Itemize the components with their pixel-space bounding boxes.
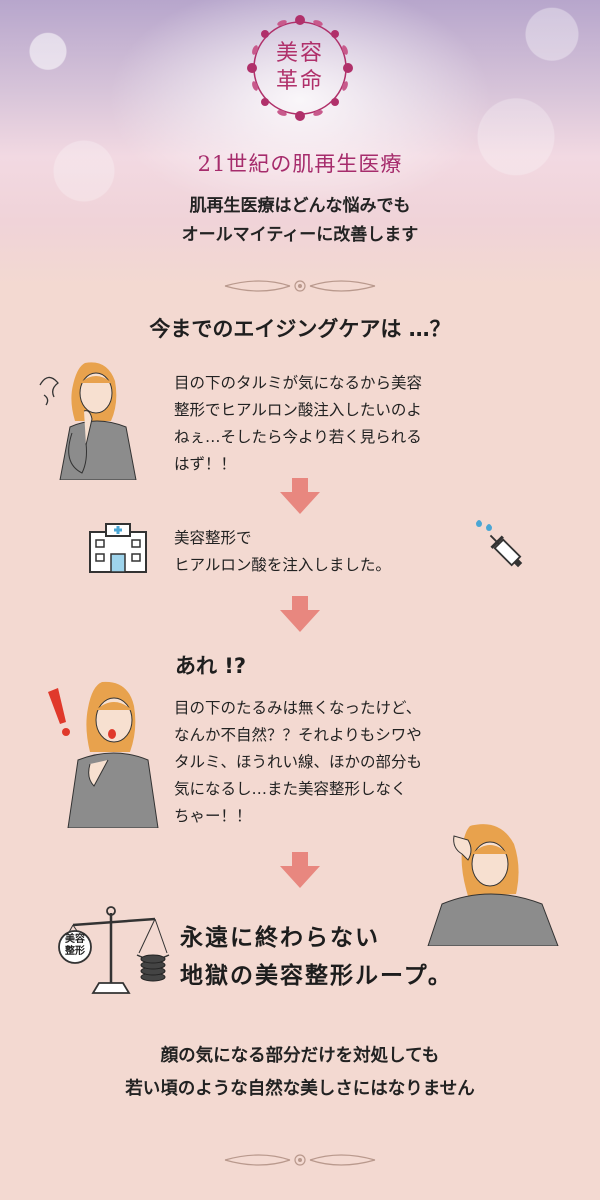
down-arrow-icon [280, 596, 320, 632]
hero-subtitle-line1: 肌再生医療はどんな悩みでも [189, 196, 411, 216]
surprised-woman-illustration [48, 681, 159, 828]
down-arrow-icon [280, 478, 320, 514]
seal-logo: 美容 革命 [270, 40, 330, 96]
syringe-icon [476, 520, 523, 568]
down-arrow-icon [280, 852, 320, 888]
scale-label: 美容 整形 [61, 934, 89, 958]
conclusion-line1: 顔の気になる部分だけを対処しても [160, 1046, 440, 1066]
step1-line2: 整形でヒアルロン酸注入したいのよ [174, 401, 422, 419]
scale-label-line1: 美容 [65, 934, 85, 945]
hero-banner [0, 0, 600, 285]
hero-subtitle: 肌再生医療はどんな悩みでも オールマイティーに改善します [0, 192, 600, 250]
loop-heading-line2: 地獄の美容整形ループ。 [180, 963, 453, 989]
hero-subtitle-line2: オールマイティーに改善します [181, 225, 419, 245]
step1-text: 目の下のタルミが気になるから美容 整形でヒアルロン酸注入したいのよ ねぇ…そした… [174, 370, 422, 478]
step3-line1: 目の下のたるみは無くなったけど、 [174, 699, 422, 717]
step3-line5: ちゃー！！ [174, 807, 252, 825]
conclusion-text: 顔の気になる部分だけを対処しても 若い頃のような自然な美しさにはなりません [0, 1040, 600, 1106]
step3-title: あれ !? [175, 654, 247, 678]
conclusion-line2: 若い頃のような自然な美しさにはなりません [125, 1079, 475, 1099]
floral-wreath-icon [247, 15, 353, 121]
step1-line1: 目の下のタルミが気になるから美容 [174, 374, 423, 392]
seal-line2: 革命 [275, 69, 324, 94]
step2-line1: 美容整形で [174, 529, 252, 547]
question-heading: 今までのエイジングケアは …？ [149, 317, 451, 341]
step2-text: 美容整形で ヒアルロン酸を注入しました。 [174, 525, 391, 579]
worried-woman-illustration [39, 362, 137, 480]
seal-line1: 美容 [275, 41, 324, 66]
step3-text: 目の下のたるみは無くなったけど、 なんか不自然？？それよりもシワや タルミ、ほう… [174, 695, 422, 830]
step1-line4: はず！！ [174, 455, 237, 473]
ornament-divider-top [224, 280, 376, 292]
headache-woman-illustration [427, 824, 559, 946]
step2-line2: ヒアルロン酸を注入しました。 [174, 556, 391, 574]
loop-heading-line1: 永遠に終わらない [180, 925, 380, 951]
step3-line3: タルミ、ほうれい線、ほかの部分も [174, 753, 423, 771]
scale-illustration [58, 906, 170, 994]
hospital-icon [89, 523, 147, 573]
ornament-divider-bottom [224, 1154, 376, 1166]
step3-line2: なんか不自然？？それよりもシワや [174, 726, 422, 744]
century-heading: 21世紀の肌再生医療 [197, 152, 403, 176]
step3-line4: 気になるし…また美容整形しなく [174, 780, 407, 798]
step1-line3: ねぇ…そしたら今より若く見られる [174, 428, 422, 446]
scale-label-line2: 整形 [65, 946, 85, 957]
